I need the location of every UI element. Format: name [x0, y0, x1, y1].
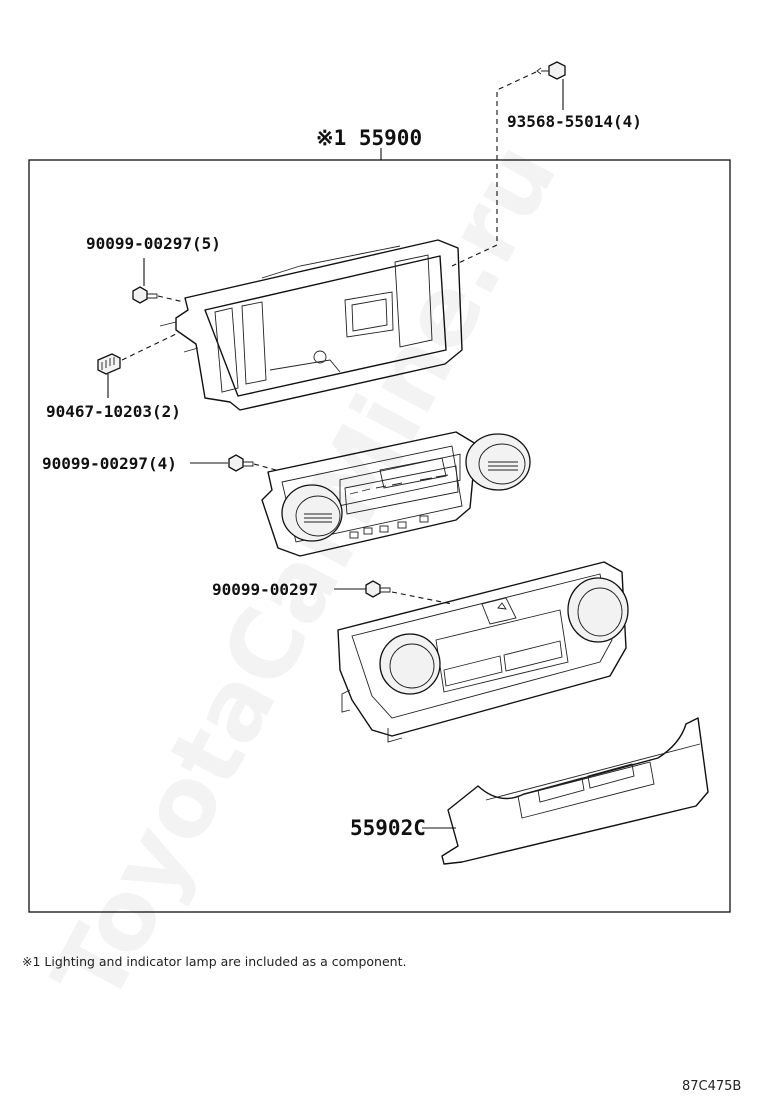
label-clip: 90467-10203(2) — [46, 402, 181, 421]
screw-1-icon — [334, 580, 391, 598]
label-panel: 55902C — [350, 816, 426, 840]
label-screw-1: 90099-00297 — [212, 580, 318, 599]
faceplate-icon — [337, 561, 629, 743]
watermark: ToyotaCarMine.ru — [31, 125, 578, 1020]
assembly-label: ※1 55900 — [316, 126, 422, 150]
figure-code: 87C475B — [682, 1079, 741, 1094]
clip-icon — [97, 353, 121, 398]
label-screw-top: 93568-55014(4) — [507, 112, 642, 131]
footnote: ※1 Lighting and indicator lamp are inclu… — [22, 954, 406, 969]
screw-top-path — [451, 71, 537, 267]
assembly-frame — [28, 159, 731, 913]
screw-5-icon — [132, 258, 158, 304]
control-unit-icon — [261, 431, 531, 557]
label-screw-5: 90099-00297(5) — [86, 234, 221, 253]
label-screw-4: 90099-00297(4) — [42, 454, 177, 473]
lower-panel-icon — [441, 717, 709, 865]
screw-4-icon — [190, 454, 254, 472]
screw-top-icon — [536, 61, 566, 110]
bracket-frame-icon — [159, 239, 463, 411]
